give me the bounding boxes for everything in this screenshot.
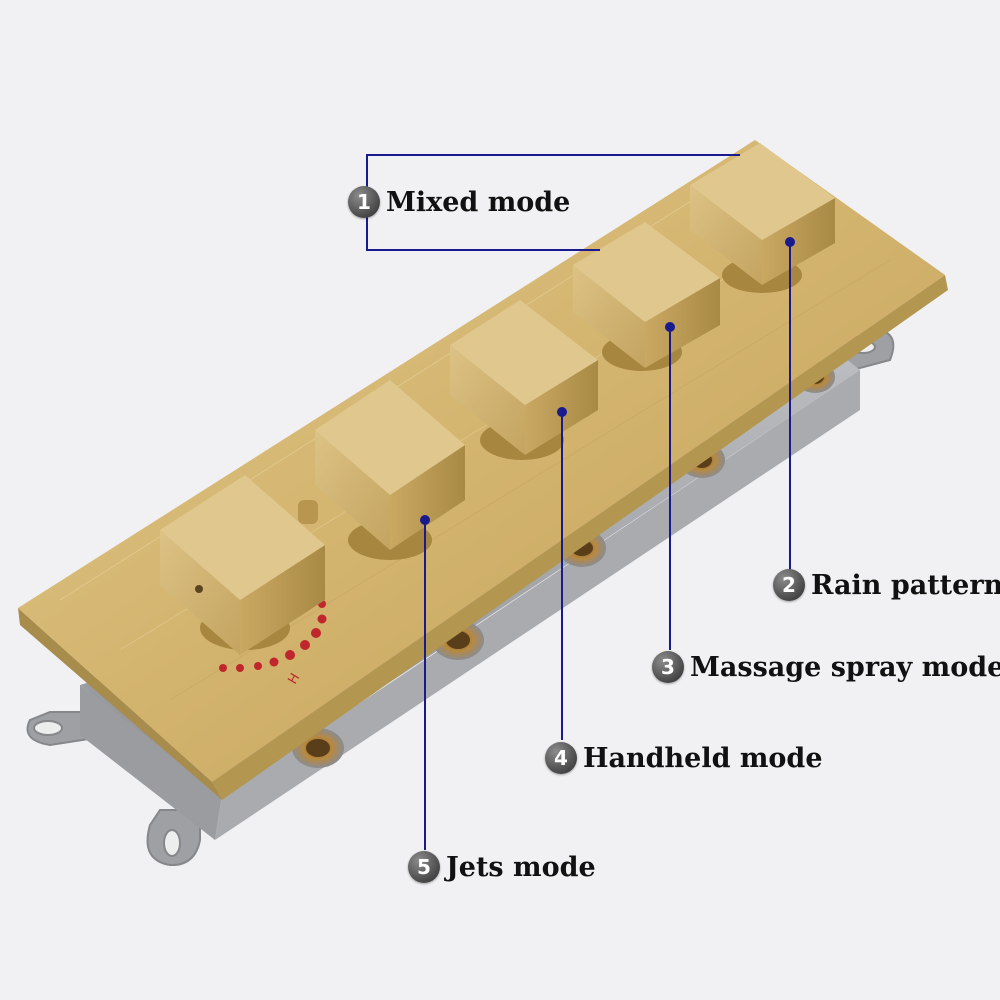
callout-label: Massage spray mode xyxy=(690,651,1000,683)
number-badge-icon: 3 xyxy=(652,651,684,683)
callout-massage-spray-mode: 3 Massage spray mode xyxy=(652,651,1000,683)
knob-2[interactable] xyxy=(690,143,835,293)
number-badge-icon: 2 xyxy=(773,569,805,601)
callout-label: Jets mode xyxy=(446,851,596,883)
callout-handheld-mode: 4 Handheld mode xyxy=(545,742,823,774)
callout-dot-icon xyxy=(785,237,795,247)
callout-mixed-mode: 1 Mixed mode xyxy=(348,186,570,218)
callout-rain-pattern: 2 Rain pattern xyxy=(773,569,1000,601)
callout-label: Mixed mode xyxy=(386,186,571,218)
callout-jets-mode: 5 Jets mode xyxy=(408,851,596,883)
callout-label: Rain pattern xyxy=(811,569,1000,601)
callout-label: Handheld mode xyxy=(583,742,823,774)
callout-dot-icon xyxy=(420,515,430,525)
callout-dots xyxy=(420,237,795,525)
number-badge-icon: 1 xyxy=(348,186,380,218)
number-badge-icon: 5 xyxy=(408,851,440,883)
callout-dot-icon xyxy=(557,407,567,417)
knob-3[interactable] xyxy=(573,222,720,371)
knob-thermostat[interactable] xyxy=(160,475,325,655)
knob-5[interactable] xyxy=(315,380,465,560)
temperature-indicator xyxy=(219,600,327,672)
valve-stem xyxy=(298,500,318,524)
callout-dot-icon xyxy=(665,322,675,332)
number-badge-icon: 4 xyxy=(545,742,577,774)
